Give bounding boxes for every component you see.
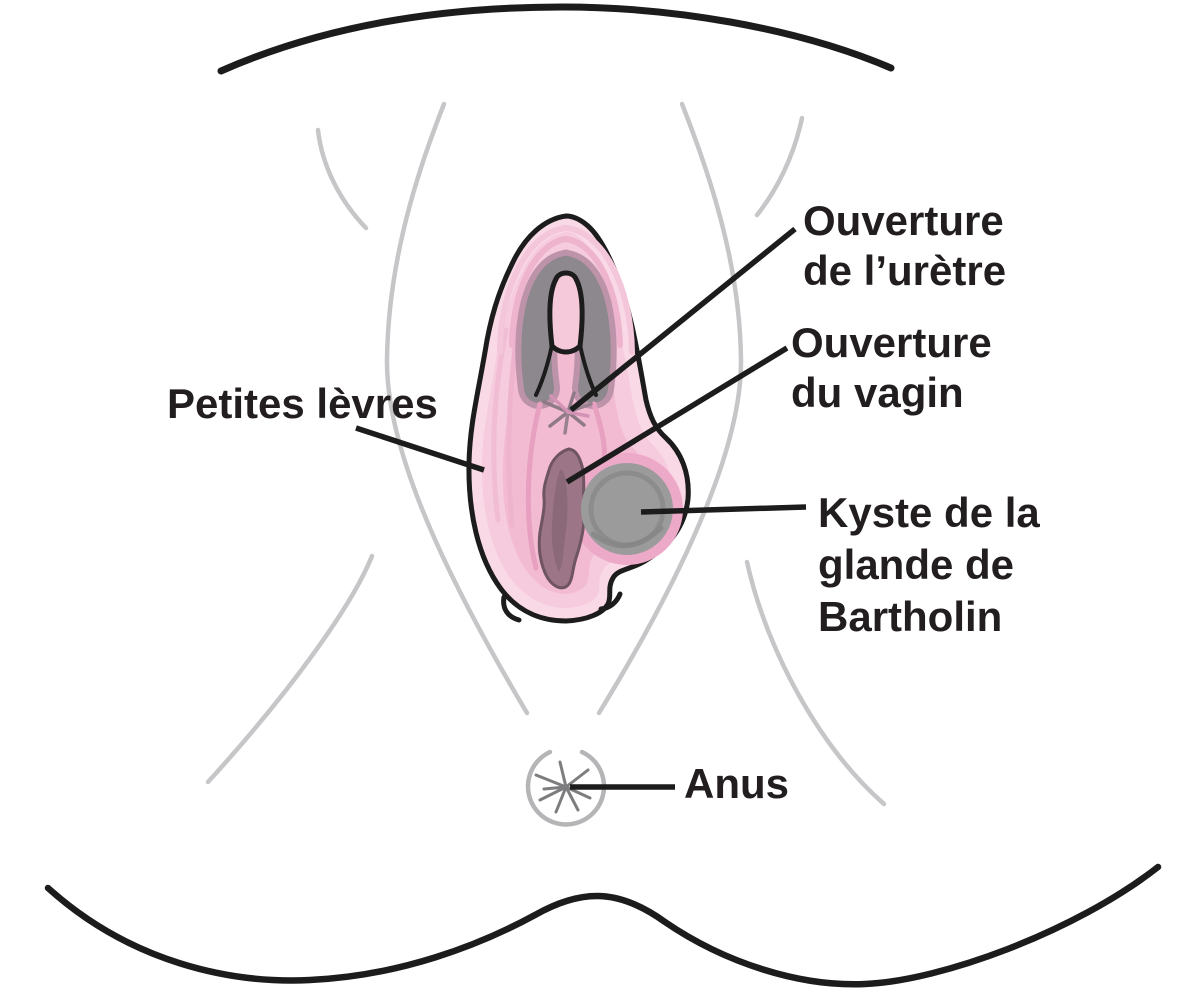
leader-line-vagina bbox=[565, 345, 789, 485]
label-kyste-bartholin-line-1: Kyste de la bbox=[818, 489, 1040, 536]
leader-lines bbox=[355, 226, 807, 790]
label-kyste-bartholin-line-2: glande de bbox=[818, 541, 1015, 588]
label-kyste-bartholin-line-3: Bartholin bbox=[818, 593, 1003, 640]
leader-line-urethra bbox=[569, 226, 797, 413]
label-ouverture-uretre-line-2: de l’urètre bbox=[803, 247, 1007, 294]
buttocks-contour bbox=[44, 863, 1162, 988]
label-anus-line: Anus bbox=[684, 760, 789, 807]
cyst-bottom-shade bbox=[590, 525, 664, 549]
leader-line-cyst bbox=[640, 504, 807, 515]
hood-frenulum-line-left bbox=[534, 343, 554, 397]
clitoral-hood bbox=[547, 270, 585, 355]
thigh-contour-right bbox=[744, 559, 887, 807]
anus-ring bbox=[525, 749, 607, 827]
label-ouverture-uretre-line-1: Ouverture bbox=[803, 197, 1004, 244]
label-ouverture-vagin-line-2: du vagin bbox=[791, 369, 964, 416]
hood-fold-arc-1 bbox=[497, 224, 635, 355]
anus-star bbox=[534, 760, 592, 814]
vestibule-fold-left bbox=[525, 401, 543, 571]
fourchette-hook-left bbox=[501, 594, 522, 623]
fourchette-hook-right bbox=[598, 591, 623, 612]
groin-crease-left bbox=[384, 101, 530, 716]
label-kyste-bartholin: Kyste de la glande de Bartholin bbox=[818, 487, 1040, 643]
body-crease-contours bbox=[205, 101, 887, 807]
bartholin-cyst bbox=[581, 463, 673, 555]
leader-line-petites-levres bbox=[355, 425, 485, 473]
label-ouverture-vagin: Ouverture du vagin bbox=[791, 318, 992, 418]
body-top-contour bbox=[217, 3, 895, 75]
urethral-opening-star bbox=[542, 391, 593, 435]
vulva-illustration bbox=[466, 213, 691, 624]
thigh-contour-left bbox=[205, 553, 375, 785]
groin-crease-right-short bbox=[754, 115, 805, 218]
label-ouverture-vagin-line-1: Ouverture bbox=[791, 319, 992, 366]
anus-figure bbox=[525, 749, 607, 827]
label-petites-levres-line: Petites lèvres bbox=[167, 380, 438, 427]
hood-fold-arc-2 bbox=[509, 235, 623, 348]
vaginal-opening-shadow bbox=[551, 469, 568, 572]
groin-crease-right bbox=[596, 101, 744, 716]
groin-crease-left-short bbox=[315, 127, 369, 231]
label-ouverture-uretre: Ouverture de l’urètre bbox=[803, 196, 1006, 296]
label-petites-levres: Petites lèvres bbox=[167, 379, 438, 429]
label-anus: Anus bbox=[684, 759, 789, 809]
